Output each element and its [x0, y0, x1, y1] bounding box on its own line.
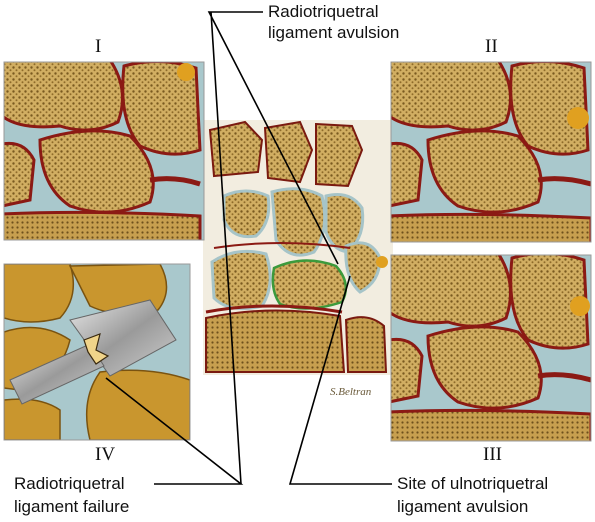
- panel-stage-4: [4, 264, 190, 440]
- panel-stage-1: [4, 62, 204, 240]
- label-radiotriquetral-avulsion-line1: Radiotriquetral: [268, 2, 379, 21]
- leader-line-ulnotriquetral-avulsion: [288, 275, 392, 485]
- label-radiotriquetral-avulsion-line2: ligament avulsion: [268, 23, 400, 42]
- panel-label-stage-3: III: [483, 444, 502, 465]
- panel-label-stage-2: II: [485, 36, 498, 57]
- leader-lines: [105, 11, 392, 485]
- panel-stage-2: [391, 62, 591, 242]
- label-ulnotriquetral-avulsion-line2: ligament avulsion: [397, 497, 529, 516]
- panel-stage-2-frame: [390, 61, 592, 243]
- leader-line-failure-to-top: [210, 11, 242, 485]
- label-radiotriquetral-failure-line2: ligament failure: [14, 497, 130, 516]
- panel-stage-4-frame: [3, 263, 191, 441]
- panel-stage-3-frame: [390, 254, 592, 442]
- panel-label-stage-4: IV: [95, 444, 116, 465]
- panel-stage-3: [391, 255, 591, 441]
- label-ulnotriquetral-avulsion-line1: Site of ulnotriquetral: [397, 474, 549, 493]
- label-radiotriquetral-failure-line1: Radiotriquetral: [14, 474, 125, 493]
- panel-stage-1-frame: [3, 61, 205, 241]
- leader-line-radiotriquetral-avulsion: [207, 11, 339, 265]
- panel-label-stage-1: I: [95, 36, 102, 57]
- artist-signature: S.Beltran: [330, 386, 372, 398]
- center-wrist-illustration: [203, 120, 393, 375]
